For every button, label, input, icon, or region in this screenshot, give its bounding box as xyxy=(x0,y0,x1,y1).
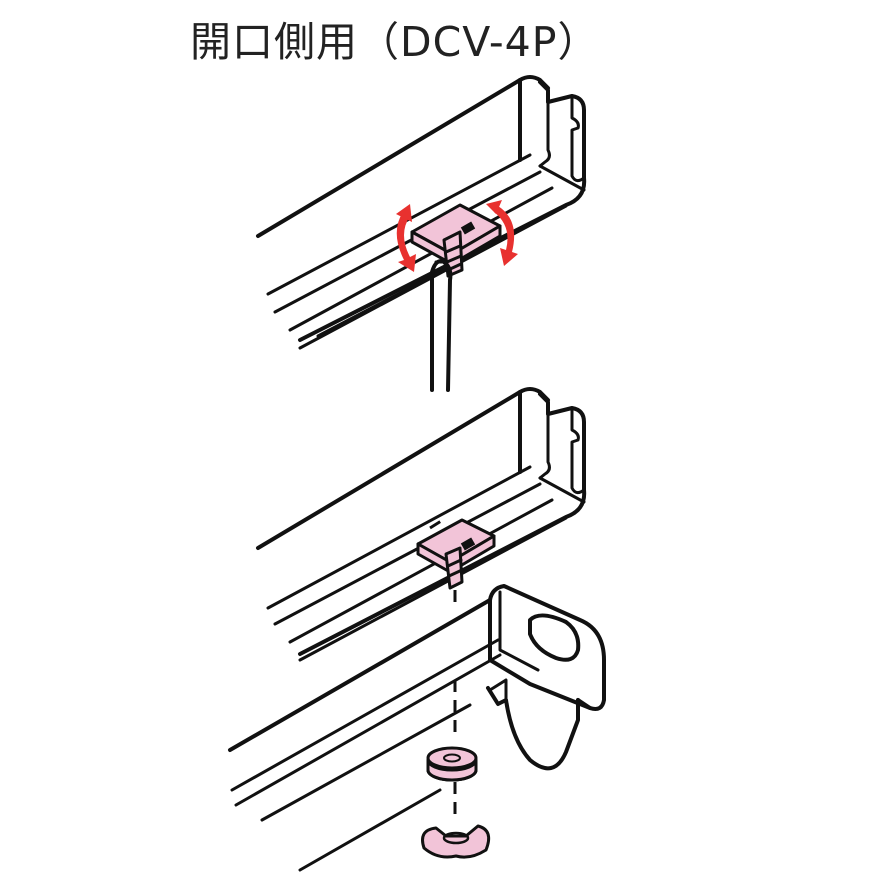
screwdriver-icon xyxy=(430,259,453,392)
t-nut-top xyxy=(410,203,502,278)
t-nut-middle xyxy=(416,516,496,610)
washer-icon xyxy=(426,746,478,782)
diagram-title: 開口側用（DCV-4P） xyxy=(190,18,600,66)
rotate-arrow-left-icon xyxy=(396,204,416,272)
rail-top xyxy=(256,75,587,350)
rail-middle xyxy=(256,387,587,662)
bracket xyxy=(228,584,606,872)
rotate-arrow-right-icon xyxy=(486,200,518,266)
wing-nut-icon xyxy=(421,824,491,859)
